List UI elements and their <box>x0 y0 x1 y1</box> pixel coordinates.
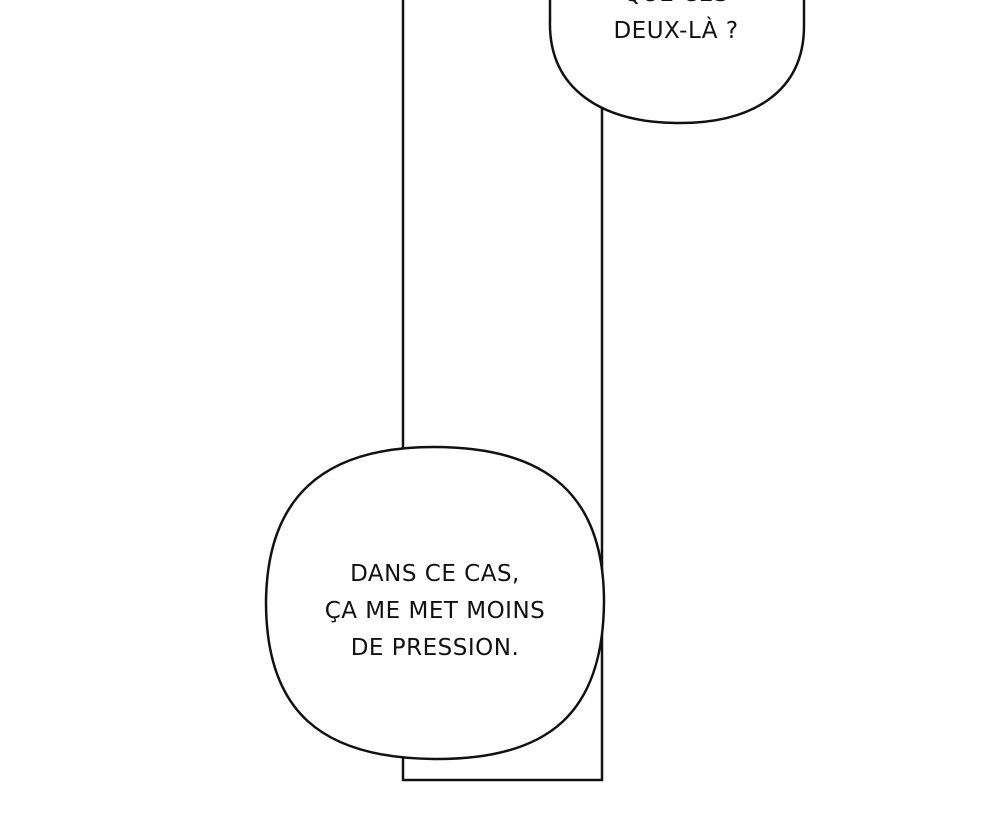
top-bubble-line-2: DEUX-LÀ ? <box>613 18 739 44</box>
top-bubble-line-1: QUE CES <box>560 0 792 13</box>
bottom-speech-bubble <box>264 445 606 761</box>
top-bubble-text: QUE CES DEUX-LÀ ? <box>560 0 792 50</box>
bottom-bubble-line-1: DANS CE CAS, <box>350 561 520 587</box>
top-speech-bubble <box>548 0 806 125</box>
bottom-bubble-line-3: DE PRESSION. <box>350 635 520 661</box>
bottom-bubble-text: DANS CE CAS, ÇA ME MET MOINS DE PRESSION… <box>270 556 600 667</box>
bottom-bubble-line-2: ÇA ME MET MOINS <box>324 598 546 624</box>
